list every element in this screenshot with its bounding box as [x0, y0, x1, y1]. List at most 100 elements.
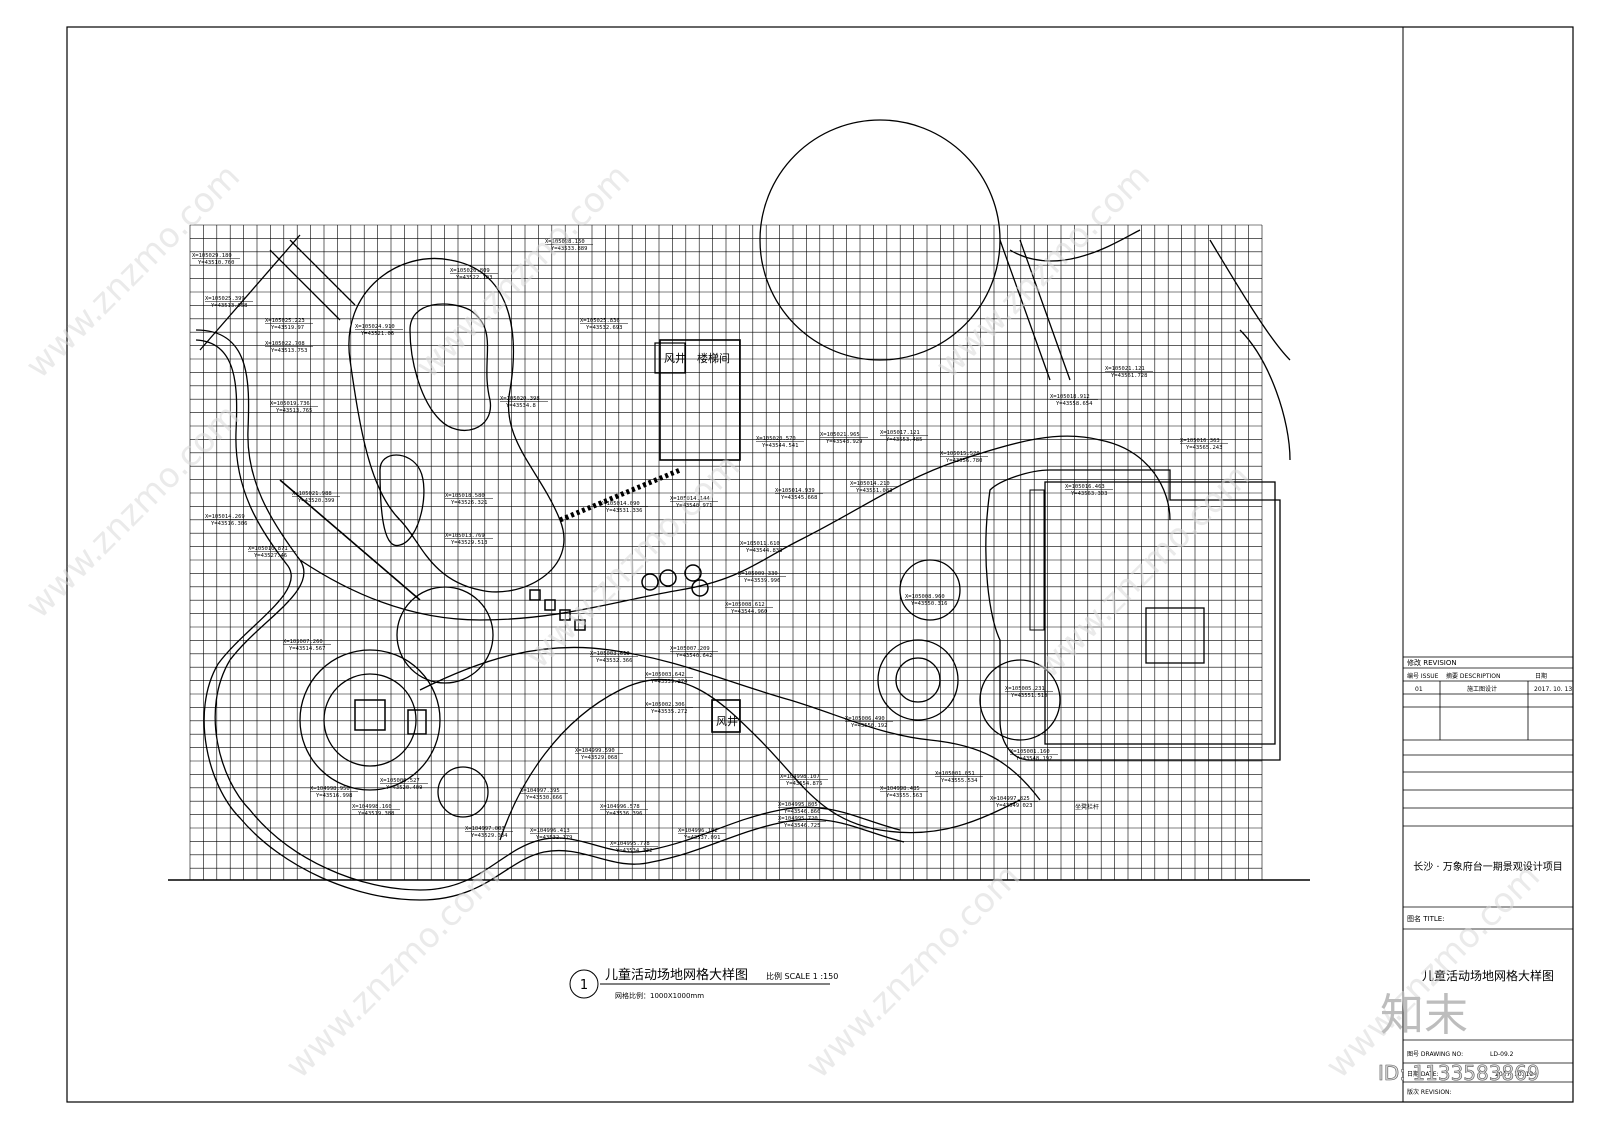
snake-path-1: [299, 435, 1171, 621]
coord-x: X=105017.121: [880, 430, 920, 436]
coord-x: X=105019.736: [270, 401, 310, 407]
coord-x: X=105000.527: [380, 778, 420, 784]
coordinate-labels: X=105029.180Y=43510.760X=105025.399Y=435…: [192, 239, 1228, 854]
plaza-rect: [1044, 481, 1276, 745]
coord-x: X=105001.160: [1010, 749, 1050, 755]
sheet-title: 儿童活动场地网格大样图: [1422, 968, 1554, 983]
coord-y: Y=43546.866: [784, 809, 820, 815]
drawing-number-circle: [569, 969, 599, 999]
coord-x: X=105002.306: [645, 702, 685, 708]
coord-x: X=105025.399: [205, 296, 245, 302]
winding-path-inner: [195, 339, 905, 901]
ramp: [559, 467, 681, 523]
round-feature-5: [877, 639, 959, 721]
round-feature-4: [899, 559, 961, 621]
coord-x: X=105020.398: [500, 396, 540, 402]
coord-x: X=105007.209: [670, 646, 710, 652]
coord-y: Y=43551.510: [1011, 693, 1047, 699]
diagonal-right: [999, 239, 1071, 381]
snake-path-2: [419, 646, 1041, 801]
coord-y: Y=43539.996: [744, 578, 780, 584]
coord-x: X=105018.912: [1050, 394, 1090, 400]
coord-y: Y=43510.760: [198, 260, 234, 266]
coord-x: X=105022.708: [265, 341, 305, 347]
drawing-title: 儿童活动场地网格大样图: [605, 967, 748, 983]
coord-y: Y=43529.034: [471, 833, 508, 839]
coord-x: X=105014.939: [775, 488, 815, 494]
coord-x: X=105016.363: [1180, 438, 1220, 444]
coord-y: Y=43514.567: [289, 646, 325, 652]
sheet-border: [66, 26, 1574, 1103]
coord-y: Y=43540.971: [676, 503, 712, 509]
coord-x: X=104995.720: [778, 816, 818, 822]
coord-y: Y=43532.179: [536, 835, 572, 841]
coord-x: X=104997.395: [520, 788, 560, 794]
coord-y: Y=43553.485: [886, 437, 922, 443]
coord-x: X=105005.231: [1005, 686, 1045, 692]
coord-x: X=104996.578: [600, 804, 640, 810]
coord-x: X=104996.413: [530, 828, 570, 834]
image-id: ID: 1133583869: [1378, 1061, 1540, 1085]
coord-y: Y=43520.399: [298, 498, 334, 504]
shaft-block-2: [711, 699, 741, 733]
coord-x: X=104998.107: [780, 774, 820, 780]
coord-x: X=105003.642: [645, 672, 685, 678]
coord-x: X=105024.910: [355, 324, 395, 330]
coord-y: Y=43513.765: [276, 408, 312, 414]
coord-y: Y=43526.321: [451, 500, 487, 506]
plaza-strip: [1029, 489, 1045, 631]
coord-x: X=105001.051: [935, 771, 975, 777]
coord-x: X=104995.805: [778, 802, 818, 808]
drawing-no: LD-09.2: [1490, 1051, 1514, 1058]
coord-y: Y=43549.023: [996, 803, 1032, 809]
coord-y: Y=43551.083: [856, 488, 892, 494]
coord-x: X=105003.613: [590, 651, 630, 657]
top-right-arc: [1009, 229, 1141, 262]
coord-x: X=105009.330: [738, 571, 778, 577]
coord-x: X=105016.463: [1065, 484, 1105, 490]
right-arc-2: [1239, 329, 1291, 461]
round-feature-2-inner: [323, 673, 417, 767]
revision-label: 版次 REVISION:: [1407, 1088, 1452, 1096]
leader-label: 坐凳栏杆: [1075, 803, 1099, 811]
coord-y: Y=43534.8: [506, 403, 536, 409]
coord-y: Y=43513.753: [271, 348, 307, 354]
diagonal-path-2: [199, 234, 301, 351]
coord-y: Y=43544.541: [762, 443, 798, 449]
winding-path-outer: [195, 329, 901, 891]
stair-block: [659, 339, 741, 461]
coord-y: Y=43554.876: [786, 781, 822, 787]
coord-x: X=105008.612: [725, 602, 765, 608]
coord-y: Y=43521.06: [361, 331, 394, 337]
